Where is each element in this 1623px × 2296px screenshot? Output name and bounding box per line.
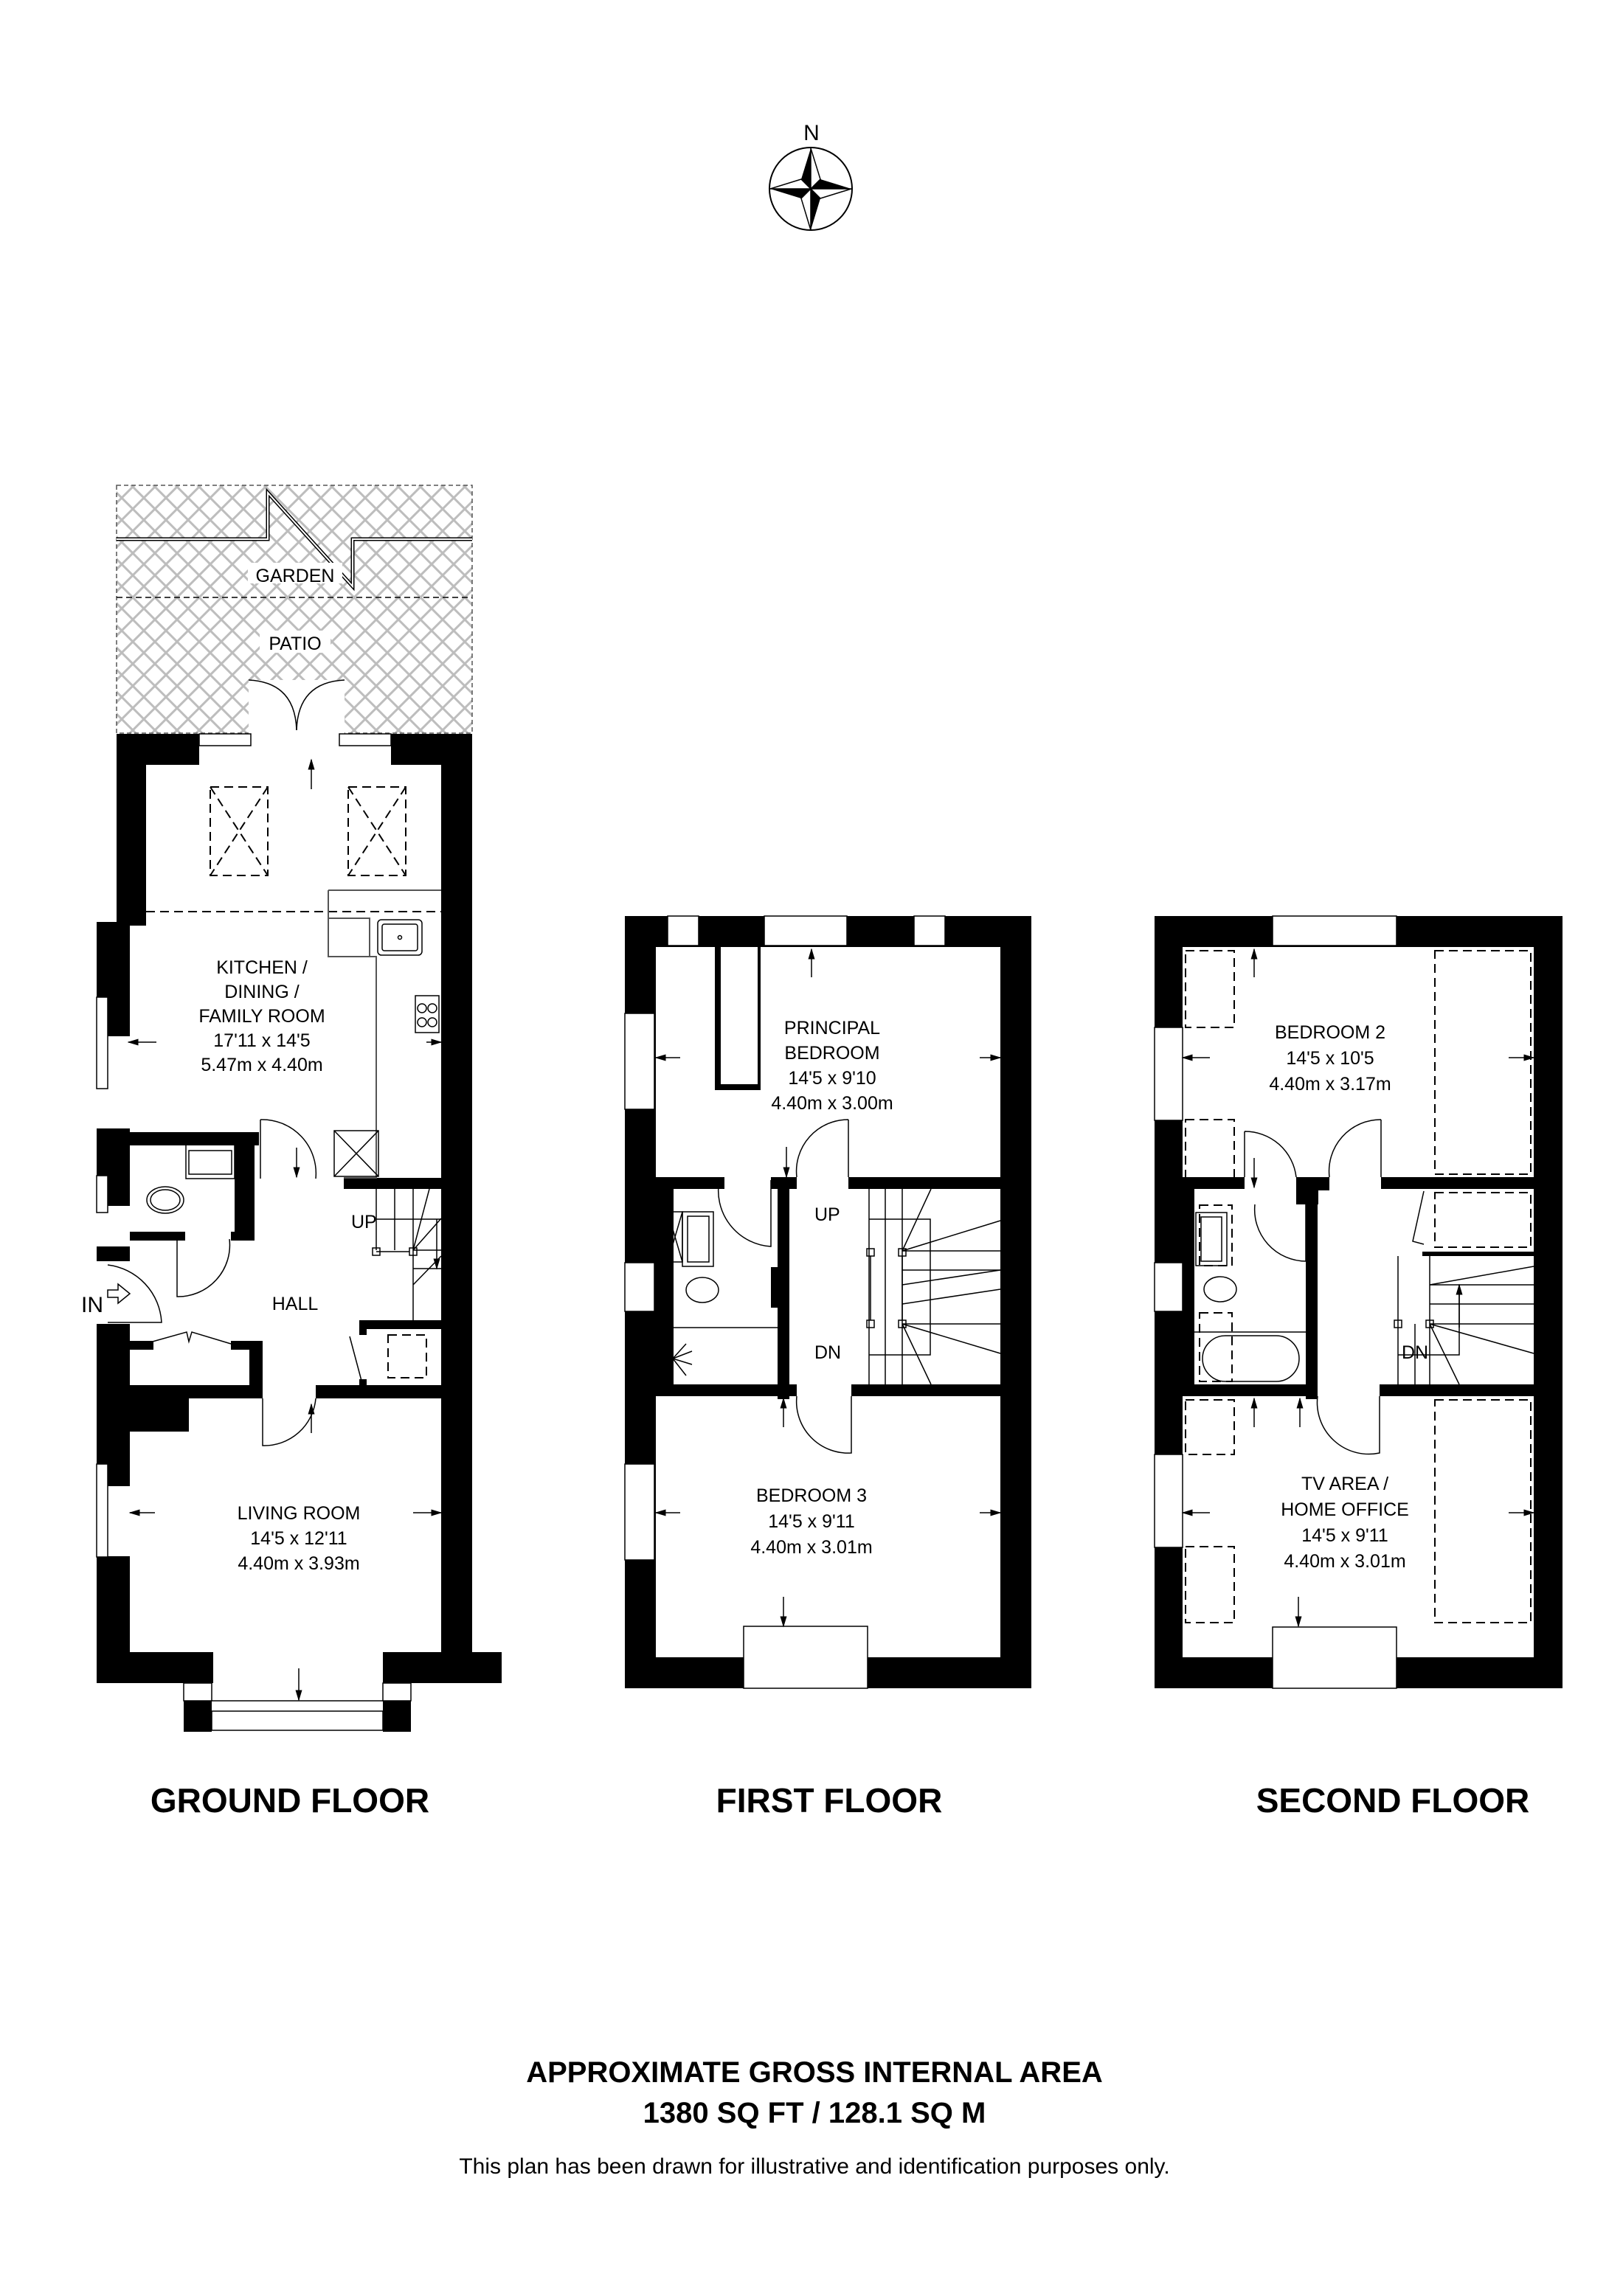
living-room-metric: 4.40m x 3.93m [238,1553,359,1574]
footer: APPROXIMATE GROSS INTERNAL AREA 1380 SQ … [459,2056,1169,2179]
kitchen-metric: 5.47m x 4.40m [201,1055,322,1075]
tv-metric: 4.40m x 3.01m [1284,1551,1405,1572]
principal-imperial: 14'5 x 9'10 [788,1068,876,1089]
ground-floor-plan: GARDEN PATIO [81,485,502,1820]
kitchen-imperial: 17'11 x 14'5 [213,1030,310,1051]
compass: N [769,121,853,231]
kitchen-label: KITCHEN / DINING / FAMILY ROOM 17'11 x 1… [198,957,325,1075]
kitchen-name-line-2: DINING / [224,982,299,1002]
second-floor-title: SECOND FLOOR [1256,1781,1530,1820]
living-fittings [128,1509,443,1702]
garden-patio-area: GARDEN PATIO [116,485,473,750]
bedroom2-imperial: 14'5 x 10'5 [1286,1048,1374,1069]
bedroom2-metric: 4.40m x 3.17m [1269,1074,1391,1095]
toilet-icon [1203,1276,1237,1303]
bedroom3-metric: 4.40m x 3.01m [750,1537,872,1558]
second-floor-fittings [1181,948,1535,1628]
hall-fittings [107,1119,442,1446]
kitchen-name-line-1: KITCHEN / [216,957,308,978]
basin-icon [1195,1212,1228,1266]
second-floor-plan: DN BEDROOM 2 14'5 x 10'5 4.40m x 3.17m T… [1154,915,1563,1820]
wc-basin-icon [185,1142,235,1179]
kitchen-fittings [127,758,443,1179]
bathtub-icon [1202,1335,1300,1382]
tv-name-line-1: TV AREA / [1301,1474,1388,1494]
skylight-1 [210,786,269,876]
ground-floor-title: GROUND FLOOR [150,1781,429,1820]
sink-icon [377,919,423,956]
living-room-imperial: 14'5 x 12'11 [250,1528,347,1549]
patio-label: PATIO [269,634,321,654]
ground-floor-walls [96,733,502,1732]
basin-icon [682,1211,714,1267]
living-room-name: LIVING ROOM [238,1503,361,1524]
area-value: 1380 SQ FT / 128.1 SQ M [643,2097,986,2129]
tv-imperial: 14'5 x 9'11 [1301,1525,1388,1546]
first-floor-walls [624,915,1031,1689]
kitchen-name-line-3: FAMILY ROOM [198,1006,325,1027]
garden-label: GARDEN [256,566,335,586]
bedroom2-name: BEDROOM 2 [1275,1022,1385,1043]
skylight-2 [347,786,406,876]
principal-name-line-2: BEDROOM [784,1043,879,1064]
north-label: N [803,121,820,145]
first-floor-title: FIRST FLOOR [716,1781,943,1820]
hob-icon [415,995,440,1033]
principal-name-line-1: PRINCIPAL [784,1018,880,1038]
bedroom3-name: BEDROOM 3 [756,1485,867,1506]
first-stairs-down-label: DN [814,1342,841,1363]
bedroom3-imperial: 14'5 x 9'11 [768,1511,855,1532]
toilet-icon [685,1277,719,1303]
toilet-icon [146,1186,184,1214]
first-floor-fittings [654,948,1002,1628]
shower-icon [672,1343,693,1376]
first-stairs-up-label: UP [814,1204,840,1225]
second-floor-walls [1154,915,1563,1689]
principal-metric: 4.40m x 3.00m [771,1093,893,1114]
compass-rose-icon [769,147,853,231]
tv-name-line-2: HOME OFFICE [1281,1499,1409,1520]
second-stairs-down-label: DN [1402,1342,1428,1363]
disclaimer: This plan has been drawn for illustrativ… [459,2154,1169,2179]
entrance-label: IN [81,1293,103,1317]
hall-label: HALL [272,1294,319,1314]
entrance-arrow-icon [107,1283,131,1305]
first-floor-plan: UP DN PRINCIPAL BEDROOM 14'5 x 9'10 4.40… [624,915,1031,1820]
area-title: APPROXIMATE GROSS INTERNAL AREA [526,2056,1103,2089]
ground-stairs-up-label: UP [351,1212,377,1232]
